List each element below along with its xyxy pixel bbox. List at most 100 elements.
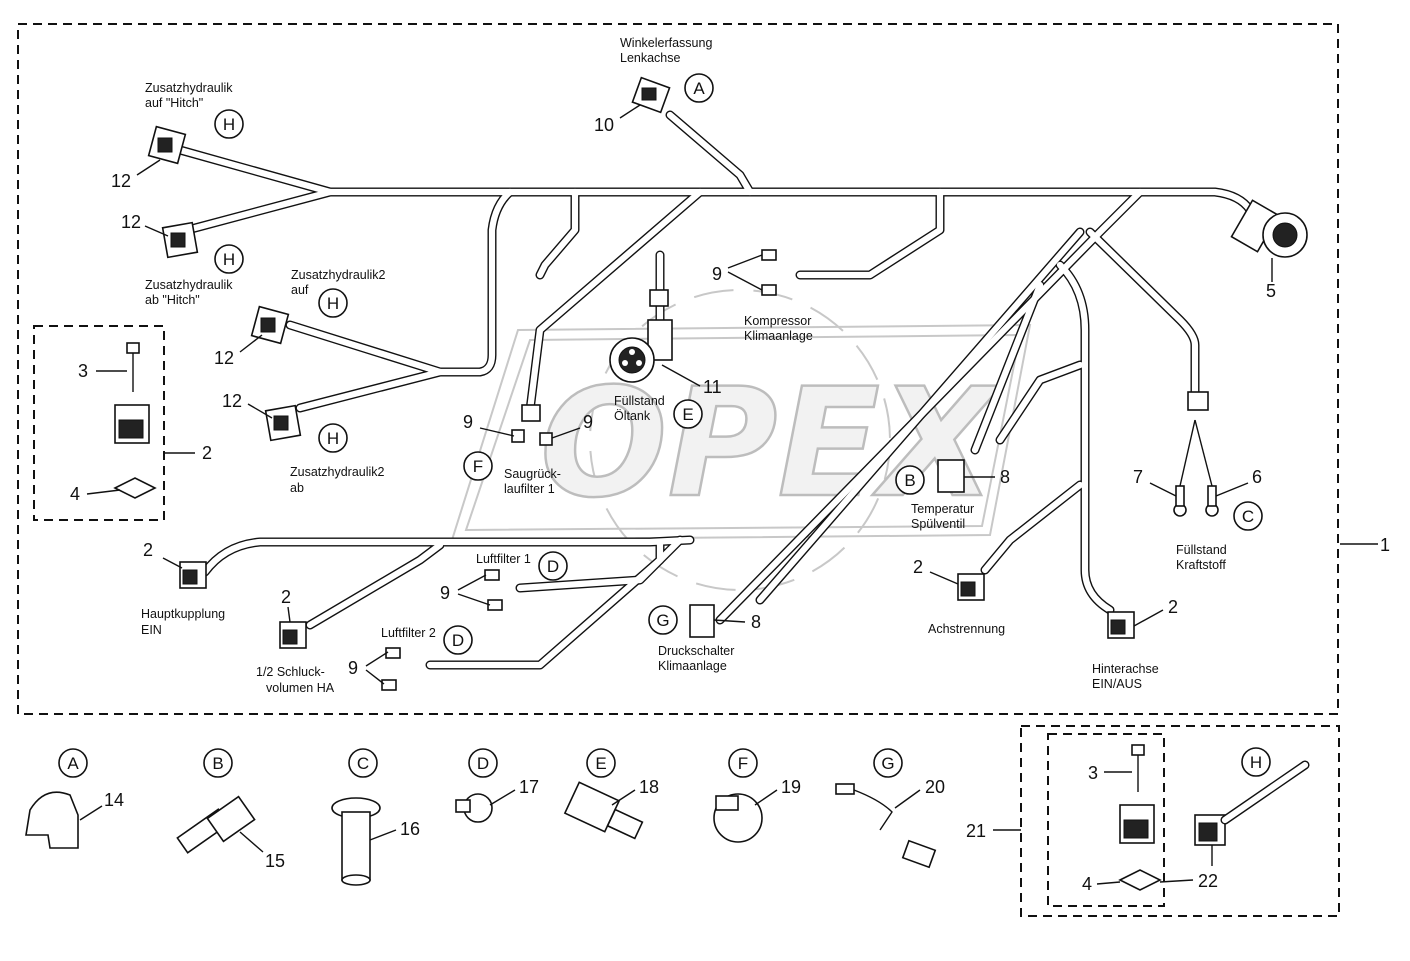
letter-callout-h: H bbox=[1241, 747, 1271, 777]
bolt-icon bbox=[126, 342, 1145, 792]
angle-sensor-part-icon bbox=[25, 791, 79, 849]
oil-level-sensor-icon bbox=[609, 319, 673, 383]
svg-text:H: H bbox=[327, 294, 339, 313]
svg-text:B: B bbox=[212, 754, 223, 773]
callout-9: 9 bbox=[712, 264, 722, 284]
svg-text:C: C bbox=[1242, 507, 1254, 526]
hydraulic-connector-icon bbox=[147, 125, 302, 442]
label-zusatz-ab-hitch-2: ab "Hitch" bbox=[145, 293, 200, 307]
label-fuellstand-oeltank-1: Füllstand bbox=[614, 394, 665, 408]
seal-icon bbox=[113, 477, 1162, 891]
label-achstrennung: Achstrennung bbox=[928, 622, 1005, 636]
fuel-level-sensor-part-icon bbox=[331, 797, 381, 886]
letter-callout-b: B bbox=[203, 748, 233, 778]
callout-17: 17 bbox=[519, 777, 539, 797]
callout-9: 9 bbox=[440, 583, 450, 603]
letter-callout-a: A bbox=[684, 73, 714, 103]
callout-8: 8 bbox=[1000, 467, 1010, 487]
callout-4: 4 bbox=[70, 484, 80, 504]
label-temperatur-2: Spülventil bbox=[911, 517, 965, 531]
pressure-switch-part-icon bbox=[563, 781, 644, 840]
svg-text:D: D bbox=[477, 754, 489, 773]
callout-9: 9 bbox=[463, 412, 473, 432]
letter-callout-d: D bbox=[538, 551, 568, 581]
callout-11: 11 bbox=[703, 377, 722, 397]
callout-3: 3 bbox=[1088, 763, 1098, 783]
label-zusatz2-auf-2: auf bbox=[291, 283, 309, 297]
letter-callout-e: E bbox=[673, 399, 703, 429]
label-luftfilter1: Luftfilter 1 bbox=[476, 552, 531, 566]
svg-text:B: B bbox=[904, 471, 915, 490]
callout-12: 12 bbox=[222, 391, 242, 411]
label-kompressor-1: Kompressor bbox=[744, 314, 811, 328]
letter-callout-g: G bbox=[648, 605, 678, 635]
coil-connector-icon bbox=[114, 404, 1226, 846]
label-temperatur-1: Temperatur bbox=[911, 502, 974, 516]
letter-callout-h: H bbox=[214, 244, 244, 274]
letter-callout-h: H bbox=[214, 109, 244, 139]
callout-12: 12 bbox=[111, 171, 131, 191]
letter-callout-a: A bbox=[58, 748, 88, 778]
pressure-sensor-part-icon bbox=[713, 793, 763, 843]
callout-9: 9 bbox=[583, 412, 593, 432]
callout-16: 16 bbox=[400, 819, 420, 839]
callout-15: 15 bbox=[265, 851, 285, 871]
label-schluckvolumen-2: volumen HA bbox=[266, 681, 335, 695]
callout-9: 9 bbox=[348, 658, 358, 678]
svg-text:G: G bbox=[881, 754, 894, 773]
plug-connector-icon bbox=[521, 289, 1209, 638]
ac-pressure-switch-part-icon bbox=[835, 783, 937, 869]
component-labels: Winkelerfassung Lenkachse Zusatzhydrauli… bbox=[141, 36, 1227, 695]
letter-callout-h: H bbox=[318, 423, 348, 453]
callout-2: 2 bbox=[143, 540, 153, 560]
letter-callout-c: C bbox=[348, 748, 378, 778]
label-saugrueck-1: Saugrück- bbox=[504, 467, 561, 481]
label-winkelerfassung-2: Lenkachse bbox=[620, 51, 681, 65]
callout-22: 22 bbox=[1198, 871, 1218, 891]
label-fuellstand-oeltank-2: Öltank bbox=[614, 409, 651, 423]
label-druckschalter-1: Druckschalter bbox=[658, 644, 734, 658]
svg-text:H: H bbox=[223, 115, 235, 134]
label-zusatz2-ab-1: Zusatzhydraulik2 bbox=[290, 465, 385, 479]
label-hauptkupplung-2: EIN bbox=[141, 623, 162, 637]
svg-text:H: H bbox=[327, 429, 339, 448]
callout-2: 2 bbox=[913, 557, 923, 577]
svg-text:E: E bbox=[682, 405, 693, 424]
callout-20: 20 bbox=[925, 777, 945, 797]
callout-14: 14 bbox=[104, 790, 124, 810]
callout-2: 2 bbox=[202, 443, 212, 463]
callout-8: 8 bbox=[751, 612, 761, 632]
label-kompressor-2: Klimaanlage bbox=[744, 329, 813, 343]
callout-2: 2 bbox=[281, 587, 291, 607]
temperature-sensor-part-icon bbox=[176, 795, 256, 854]
callout-10: 10 bbox=[594, 115, 614, 135]
label-saugrueck-2: laufilter 1 bbox=[504, 482, 555, 496]
svg-text:G: G bbox=[656, 611, 669, 630]
svg-text:A: A bbox=[693, 79, 705, 98]
label-zusatz2-ab-2: ab bbox=[290, 481, 304, 495]
svg-text:F: F bbox=[738, 754, 748, 773]
letter-callout-d: D bbox=[468, 748, 498, 778]
letter-callout-d: D bbox=[443, 625, 473, 655]
svg-text:C: C bbox=[357, 754, 369, 773]
label-hauptkupplung-1: Hauptkupplung bbox=[141, 607, 225, 621]
terminal-icon bbox=[381, 249, 1219, 691]
callout-3: 3 bbox=[78, 361, 88, 381]
svg-text:A: A bbox=[67, 754, 79, 773]
letter-callout-g: G bbox=[873, 748, 903, 778]
callout-18: 18 bbox=[639, 777, 659, 797]
callout-5: 5 bbox=[1266, 281, 1276, 301]
label-druckschalter-2: Klimaanlage bbox=[658, 659, 727, 673]
svg-text:F: F bbox=[473, 457, 483, 476]
svg-text:E: E bbox=[595, 754, 606, 773]
letter-callout-f: F bbox=[463, 451, 493, 481]
letter-callout-c: C bbox=[1233, 501, 1263, 531]
part-number-callouts: 1 2 2 2 2 2 3 3 4 4 5 6 7 8 8 9 9 9 9 9 … bbox=[70, 115, 1390, 894]
label-zusatz-ab-hitch-1: Zusatzhydraulik bbox=[145, 278, 233, 292]
main-harness-frame bbox=[17, 23, 1339, 715]
letter-callout-e: E bbox=[586, 748, 616, 778]
label-zusatz-auf-hitch-1: Zusatzhydraulik bbox=[145, 81, 233, 95]
valve-kit-frame-inner bbox=[1047, 733, 1165, 907]
main-plug-connector-icon bbox=[1230, 199, 1308, 258]
